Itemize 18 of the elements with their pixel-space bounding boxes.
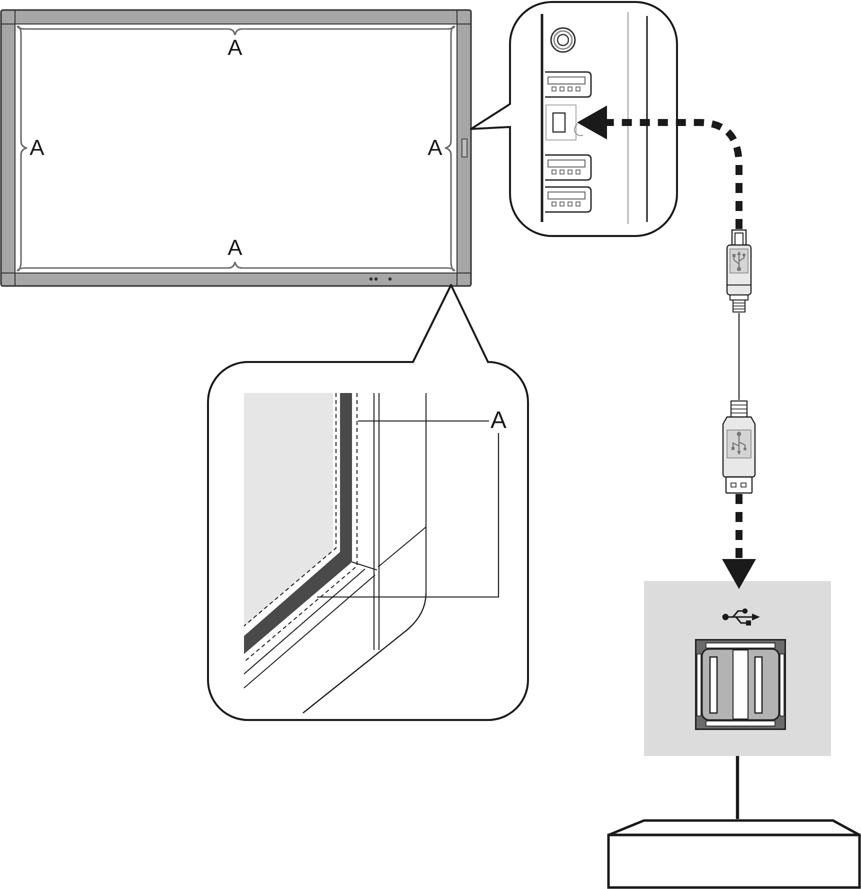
callout-bubble bbox=[207, 284, 529, 721]
usb-b-plug bbox=[726, 229, 752, 313]
arrow bbox=[722, 494, 756, 589]
cable bbox=[738, 313, 740, 400]
usb-a-plug bbox=[722, 400, 756, 494]
leader-line bbox=[317, 433, 500, 598]
dimension-label: A bbox=[226, 37, 244, 59]
usb-b-port bbox=[545, 104, 585, 141]
device-box bbox=[607, 819, 861, 889]
connection-line bbox=[736, 756, 740, 819]
arrow bbox=[577, 106, 742, 229]
leader-line bbox=[358, 420, 489, 422]
dimension-label: A bbox=[426, 137, 444, 159]
usb-port-panel bbox=[644, 581, 831, 756]
callout-letter: A bbox=[489, 409, 508, 433]
dimension-label: A bbox=[28, 137, 46, 159]
callout-bubble bbox=[470, 0, 679, 238]
dimension-label: A bbox=[226, 237, 244, 259]
